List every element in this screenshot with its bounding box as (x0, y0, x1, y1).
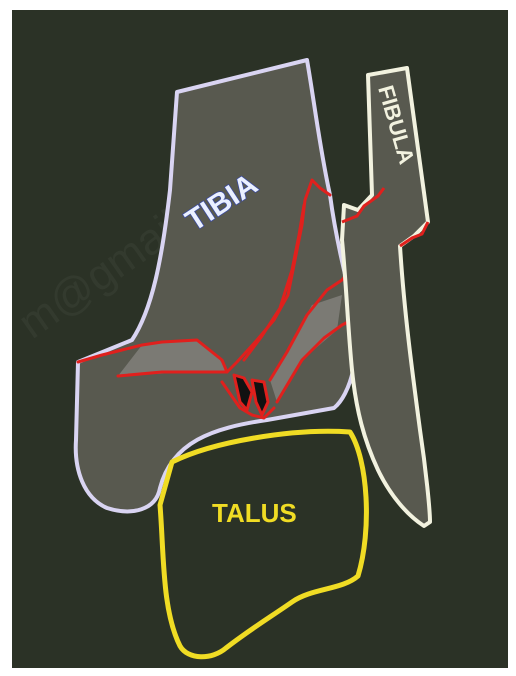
ankle-diagram: m@gmail.com (12, 10, 508, 668)
talus-bone (160, 431, 366, 656)
diagram-panel: m@gmail.com (12, 10, 508, 668)
talus-label: TALUS (212, 498, 297, 528)
